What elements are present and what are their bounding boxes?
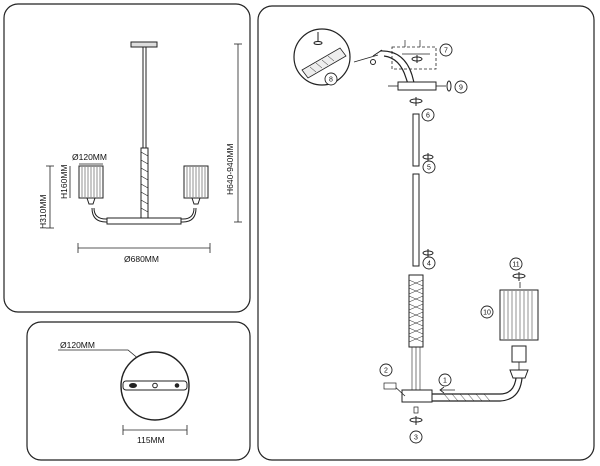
step-1-marker: 1: [438, 373, 452, 387]
step-9-marker: 9: [454, 80, 468, 94]
assembly-panel: [257, 5, 595, 461]
step-3-marker: 3: [409, 430, 423, 444]
canopy-panel: [26, 321, 251, 461]
total-width-label: Ø680MM: [124, 254, 159, 264]
step-6-marker: 6: [421, 108, 435, 122]
step-11-marker: 11: [509, 257, 523, 271]
svg-text:3: 3: [414, 435, 418, 442]
shade-height-label: H160MM: [59, 165, 69, 199]
height-range-label: H640-940MM: [225, 144, 235, 196]
svg-text:6: 6: [426, 113, 430, 120]
mount-width-label: 115MM: [137, 435, 165, 445]
assembly-drawing: [293, 28, 539, 425]
step-8-marker: 8: [324, 72, 338, 86]
svg-text:4: 4: [427, 261, 431, 268]
svg-text:9: 9: [459, 85, 463, 92]
svg-text:10: 10: [483, 310, 491, 317]
canopy-diameter-label: Ø120MM: [60, 340, 95, 350]
canopy-drawing: [58, 349, 190, 435]
step-5-marker: 5: [422, 160, 436, 174]
arm-height-label: H310MM: [38, 195, 48, 229]
svg-text:1: 1: [443, 378, 447, 385]
svg-text:2: 2: [384, 368, 388, 375]
step-markers: 1 2 3 4 5 6 7 8: [324, 43, 523, 444]
step-4-marker: 4: [422, 256, 436, 270]
svg-text:5: 5: [427, 165, 431, 172]
svg-text:11: 11: [512, 262, 519, 269]
chandelier-drawing: [78, 41, 209, 225]
step-10-marker: 10: [480, 305, 494, 319]
svg-text:7: 7: [444, 48, 448, 55]
shade-diameter-label: Ø120MM: [72, 152, 107, 162]
assembly-shade: [499, 289, 539, 341]
svg-text:8: 8: [329, 77, 333, 84]
step-7-marker: 7: [439, 43, 453, 57]
dimensions-panel: [3, 3, 251, 313]
canopy-plate: [130, 41, 158, 48]
step-2-marker: 2: [379, 363, 393, 377]
dimension-lines: [46, 43, 242, 253]
